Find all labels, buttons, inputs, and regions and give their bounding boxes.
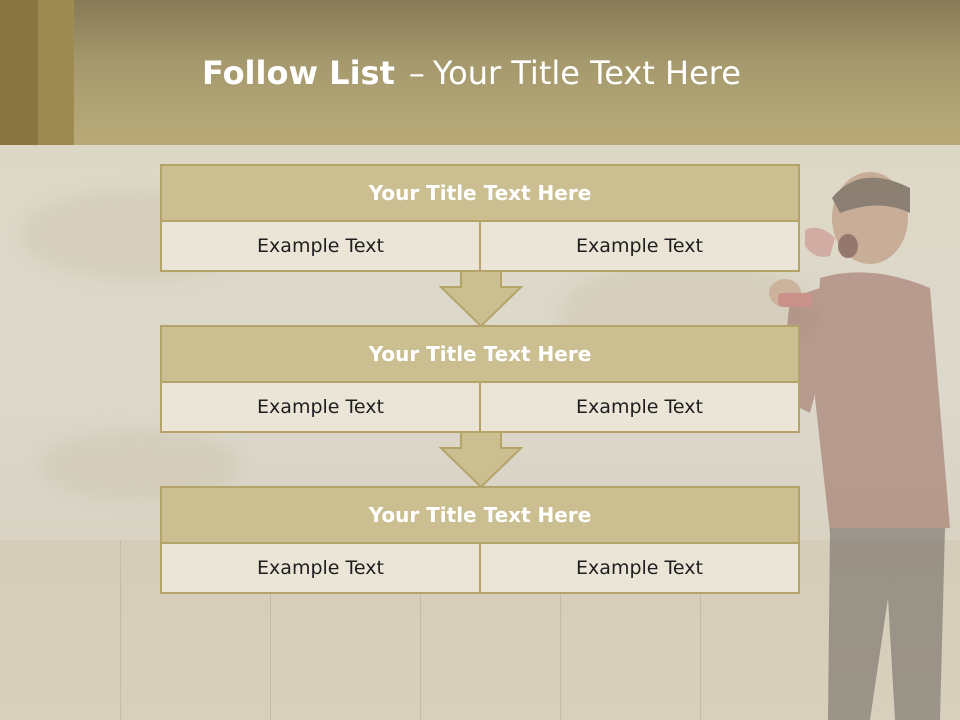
- block-title: Your Title Text Here: [162, 327, 798, 383]
- list-block: Your Title Text Here Example Text Exampl…: [160, 486, 800, 594]
- block-title: Your Title Text Here: [162, 488, 798, 544]
- title-dash: –: [408, 54, 425, 92]
- title-bold: Follow List: [202, 54, 395, 92]
- block-row: Example Text Example Text: [162, 544, 798, 592]
- down-arrow-icon: [439, 431, 523, 489]
- floor-plank: [120, 540, 121, 720]
- down-arrow-icon: [439, 270, 523, 328]
- block-cell-right: Example Text: [479, 544, 798, 592]
- list-block: Your Title Text Here Example Text Exampl…: [160, 164, 800, 272]
- slide-title: Follow List–Your Title Text Here: [202, 54, 741, 92]
- block-row: Example Text Example Text: [162, 383, 798, 431]
- floor-plank: [700, 540, 701, 720]
- block-cell-left: Example Text: [257, 557, 384, 579]
- block-cell-left: Example Text: [257, 235, 384, 257]
- block-row: Example Text Example Text: [162, 222, 798, 270]
- floor-plank: [270, 540, 271, 720]
- block-cell-left: Example Text: [257, 396, 384, 418]
- floor-plank: [420, 540, 421, 720]
- slide-header: Follow List–Your Title Text Here: [0, 0, 960, 145]
- floor-plank: [560, 540, 561, 720]
- block-title: Your Title Text Here: [162, 166, 798, 222]
- title-rest: Your Title Text Here: [432, 54, 741, 92]
- block-cell-right: Example Text: [479, 383, 798, 431]
- list-block: Your Title Text Here Example Text Exampl…: [160, 325, 800, 433]
- accent-strip: [38, 0, 74, 145]
- accent-strip: [0, 0, 38, 145]
- block-cell-right: Example Text: [479, 222, 798, 270]
